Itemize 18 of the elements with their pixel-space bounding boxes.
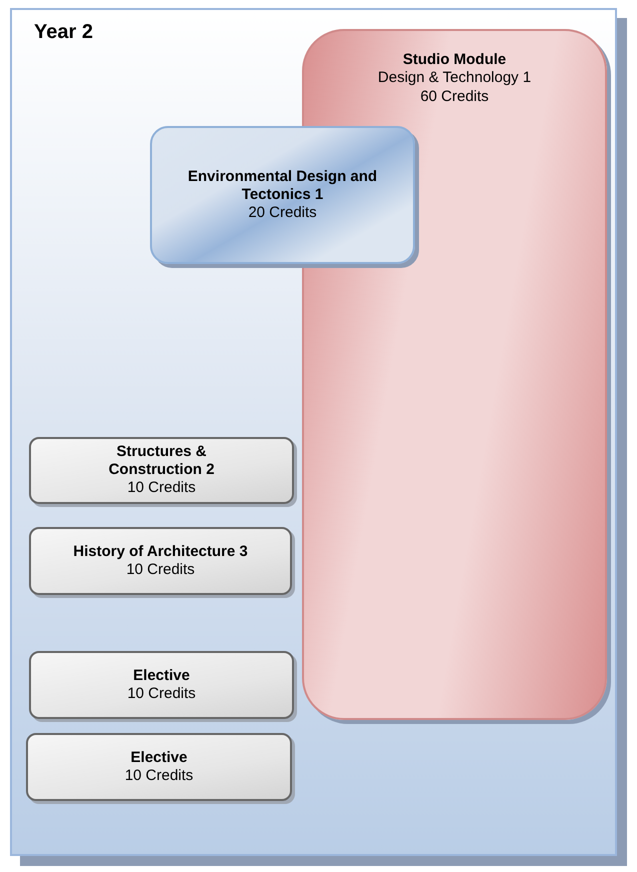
module-detail: Design & Technology 1 (378, 69, 532, 88)
module-card (29, 527, 292, 595)
module-card (29, 651, 294, 719)
module-detail: 60 Credits (420, 88, 489, 106)
module-title: Elective (130, 748, 188, 767)
module-card (29, 437, 294, 504)
module-detail: 10 Credits (127, 684, 196, 704)
module-detail: 10 Credits (126, 560, 195, 580)
module-title: Studio Module (402, 51, 506, 69)
module-card (26, 733, 292, 801)
module-detail: 20 Credits (248, 204, 317, 222)
module-title: History of Architecture 3 (73, 542, 248, 561)
module-detail: 10 Credits (124, 766, 194, 786)
module-title: Structures & Construction 2 (108, 443, 216, 480)
module-title: Environmental Design and Tectonics 1 (186, 168, 378, 204)
module-detail: 10 Credits (127, 479, 196, 498)
module-title: Elective (133, 666, 190, 685)
panel-title: Year 2 (34, 20, 93, 44)
